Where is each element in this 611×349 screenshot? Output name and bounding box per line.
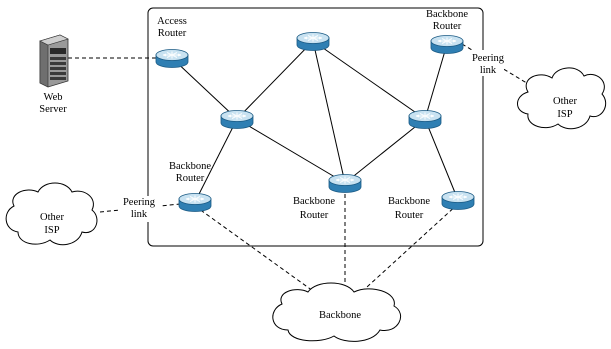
backbone-router-bottom-right-label-line2: Router xyxy=(395,210,424,221)
access-router-label-line1: Access xyxy=(157,16,187,27)
router-bottom-left xyxy=(178,192,212,213)
link-bottomleft-to-backbone xyxy=(194,205,321,297)
backbone-router-center-label-line1: Backbone xyxy=(293,196,335,207)
router-icon xyxy=(441,190,475,211)
router-top-right xyxy=(430,34,464,55)
backbone-router-left-label-line1: Backbone xyxy=(169,161,211,172)
router-left xyxy=(220,109,254,130)
link-center-to-right xyxy=(344,118,426,184)
router-icon xyxy=(155,48,189,69)
link-left-to-center xyxy=(236,118,346,184)
backbone-links xyxy=(171,40,459,203)
link-bottomright-to-backbone xyxy=(355,203,459,298)
dashed-links xyxy=(68,43,536,298)
link-top-to-center xyxy=(312,40,346,184)
router-icon xyxy=(430,34,464,55)
link-top-to-right xyxy=(312,40,426,120)
router-center xyxy=(328,173,362,194)
link-left-to-top xyxy=(236,40,314,120)
router-right xyxy=(408,109,442,130)
link-right-to-topright xyxy=(424,43,448,120)
other-isp-left-cloud xyxy=(5,182,98,246)
web-server-label-line1: Web xyxy=(44,92,63,103)
router-bottom-right xyxy=(441,190,475,211)
access-router-label-line2: Router xyxy=(158,28,187,39)
peering-link-right-label-line2: link xyxy=(480,65,497,76)
peering-link-left-label-line2: link xyxy=(131,209,148,220)
web-server-label-line2: Server xyxy=(39,104,67,115)
backbone-router-top-right-label-line1: Backbone xyxy=(426,9,468,20)
backbone-router-left-label-line2: Router xyxy=(176,173,205,184)
other-isp-right-cloud xyxy=(517,67,607,130)
isp-boundary xyxy=(147,7,484,247)
backbone-cloud-label: Backbone xyxy=(319,310,361,321)
router-icon xyxy=(296,31,330,52)
other-isp-left-label-line1: Other xyxy=(40,212,64,223)
router-icon xyxy=(178,192,212,213)
other-isp-right-label-line2: ISP xyxy=(557,109,572,120)
backbone-router-center-label-line2: Router xyxy=(300,210,329,221)
peering-link-left-label-line1: Peering xyxy=(123,197,156,208)
link-left-to-bottomleft xyxy=(194,118,238,203)
other-isp-right-label-line1: Other xyxy=(553,96,577,107)
backbone-cloud xyxy=(272,282,401,342)
router-icon xyxy=(328,173,362,194)
cloud-icon xyxy=(5,67,607,342)
server-icon xyxy=(39,34,69,88)
link-access-to-left xyxy=(171,57,238,120)
router-top xyxy=(296,31,330,52)
link-right-to-bottomright xyxy=(424,118,459,201)
router-icon xyxy=(220,109,254,130)
other-isp-left-label-line2: ISP xyxy=(44,225,59,236)
link-peering-left xyxy=(99,203,181,213)
router-access xyxy=(155,48,189,69)
backbone-router-top-right-label-line2: Router xyxy=(433,21,462,32)
peering-link-right-label-line1: Peering xyxy=(472,53,505,64)
router-icon xyxy=(408,109,442,130)
backbone-router-bottom-right-label-line1: Backbone xyxy=(388,196,430,207)
